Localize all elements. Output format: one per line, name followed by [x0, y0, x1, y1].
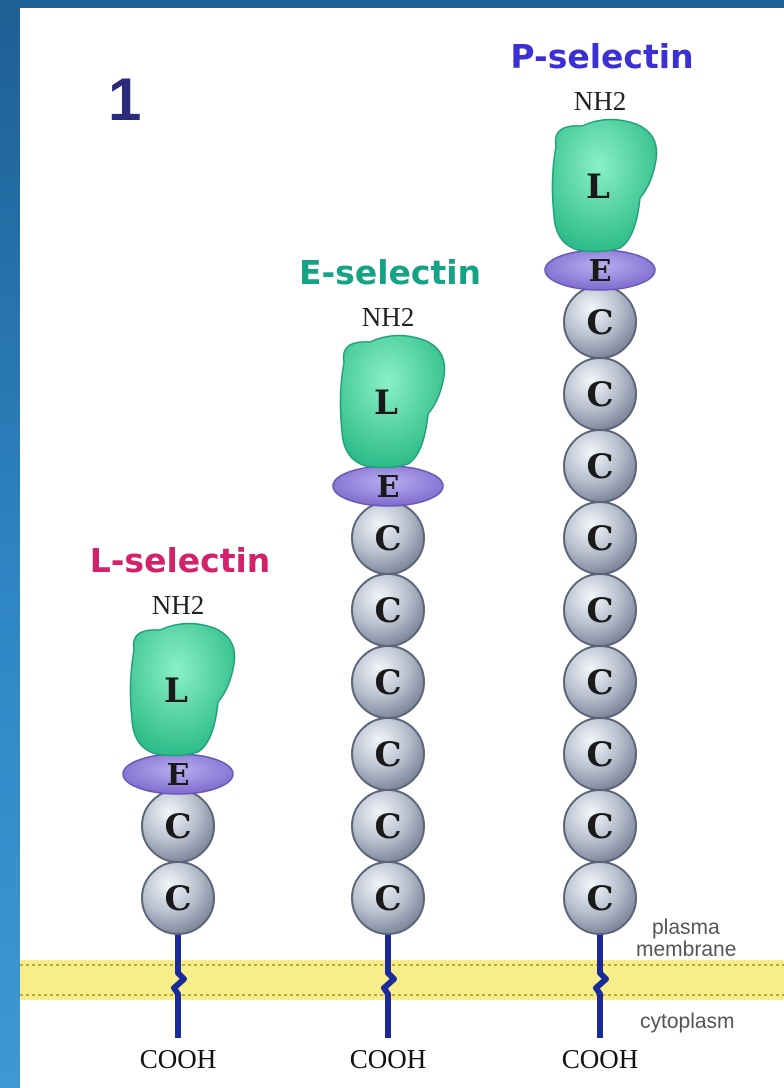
e-selectin-crp-label: C	[374, 735, 401, 775]
l-selectin-crp-label: C	[164, 879, 191, 919]
selectin-diagram: 1 plasma membrane cytoplasm CCELNH2L-sel…	[20, 8, 784, 1088]
p-selectin-crp-label: C	[586, 303, 613, 343]
p-selectin-crp-label: C	[586, 447, 613, 487]
p-selectin-crp-label: C	[586, 591, 613, 631]
e-selectin-c-terminus: COOH	[350, 1044, 427, 1074]
p-selectin-crp-label: C	[586, 879, 613, 919]
e-selectin-crp-label: C	[374, 663, 401, 703]
l-selectin-lectin-label: L	[164, 671, 188, 711]
e-selectin-crp-label: C	[374, 807, 401, 847]
l-selectin-n-terminus: NH2	[152, 590, 205, 620]
p-selectin-egf-label: E	[589, 254, 612, 289]
l-selectin-name: L-selectin	[90, 541, 271, 580]
e-selectin-crp-label: C	[374, 879, 401, 919]
p-selectin-crp-label: C	[586, 375, 613, 415]
p-selectin-n-terminus: NH2	[574, 86, 627, 116]
p-selectin-crp-label: C	[586, 519, 613, 559]
e-selectin-name: E-selectin	[299, 253, 481, 292]
p-selectin-crp-label: C	[586, 735, 613, 775]
cytoplasm-label: cytoplasm	[640, 1010, 735, 1033]
e-selectin-crp-label: C	[374, 591, 401, 631]
e-selectin-crp-label: C	[374, 519, 401, 559]
e-selectin-n-terminus: NH2	[362, 302, 415, 332]
l-selectin-c-terminus: COOH	[140, 1044, 217, 1074]
e-selectin-lectin-label: L	[374, 383, 398, 423]
l-selectin-egf-label: E	[167, 758, 190, 793]
plasma-label: plasma	[652, 916, 720, 939]
p-selectin-crp-label: C	[586, 663, 613, 703]
l-selectin-crp-label: C	[164, 807, 191, 847]
p-selectin-name: P-selectin	[510, 37, 693, 76]
p-selectin-crp-label: C	[586, 807, 613, 847]
p-selectin-lectin-label: L	[586, 167, 610, 207]
plasma-membrane	[20, 960, 784, 1000]
membrane-label: membrane	[636, 938, 736, 961]
figure-number: 1	[108, 66, 141, 133]
e-selectin-egf-label: E	[377, 470, 400, 505]
p-selectin-c-terminus: COOH	[562, 1044, 639, 1074]
